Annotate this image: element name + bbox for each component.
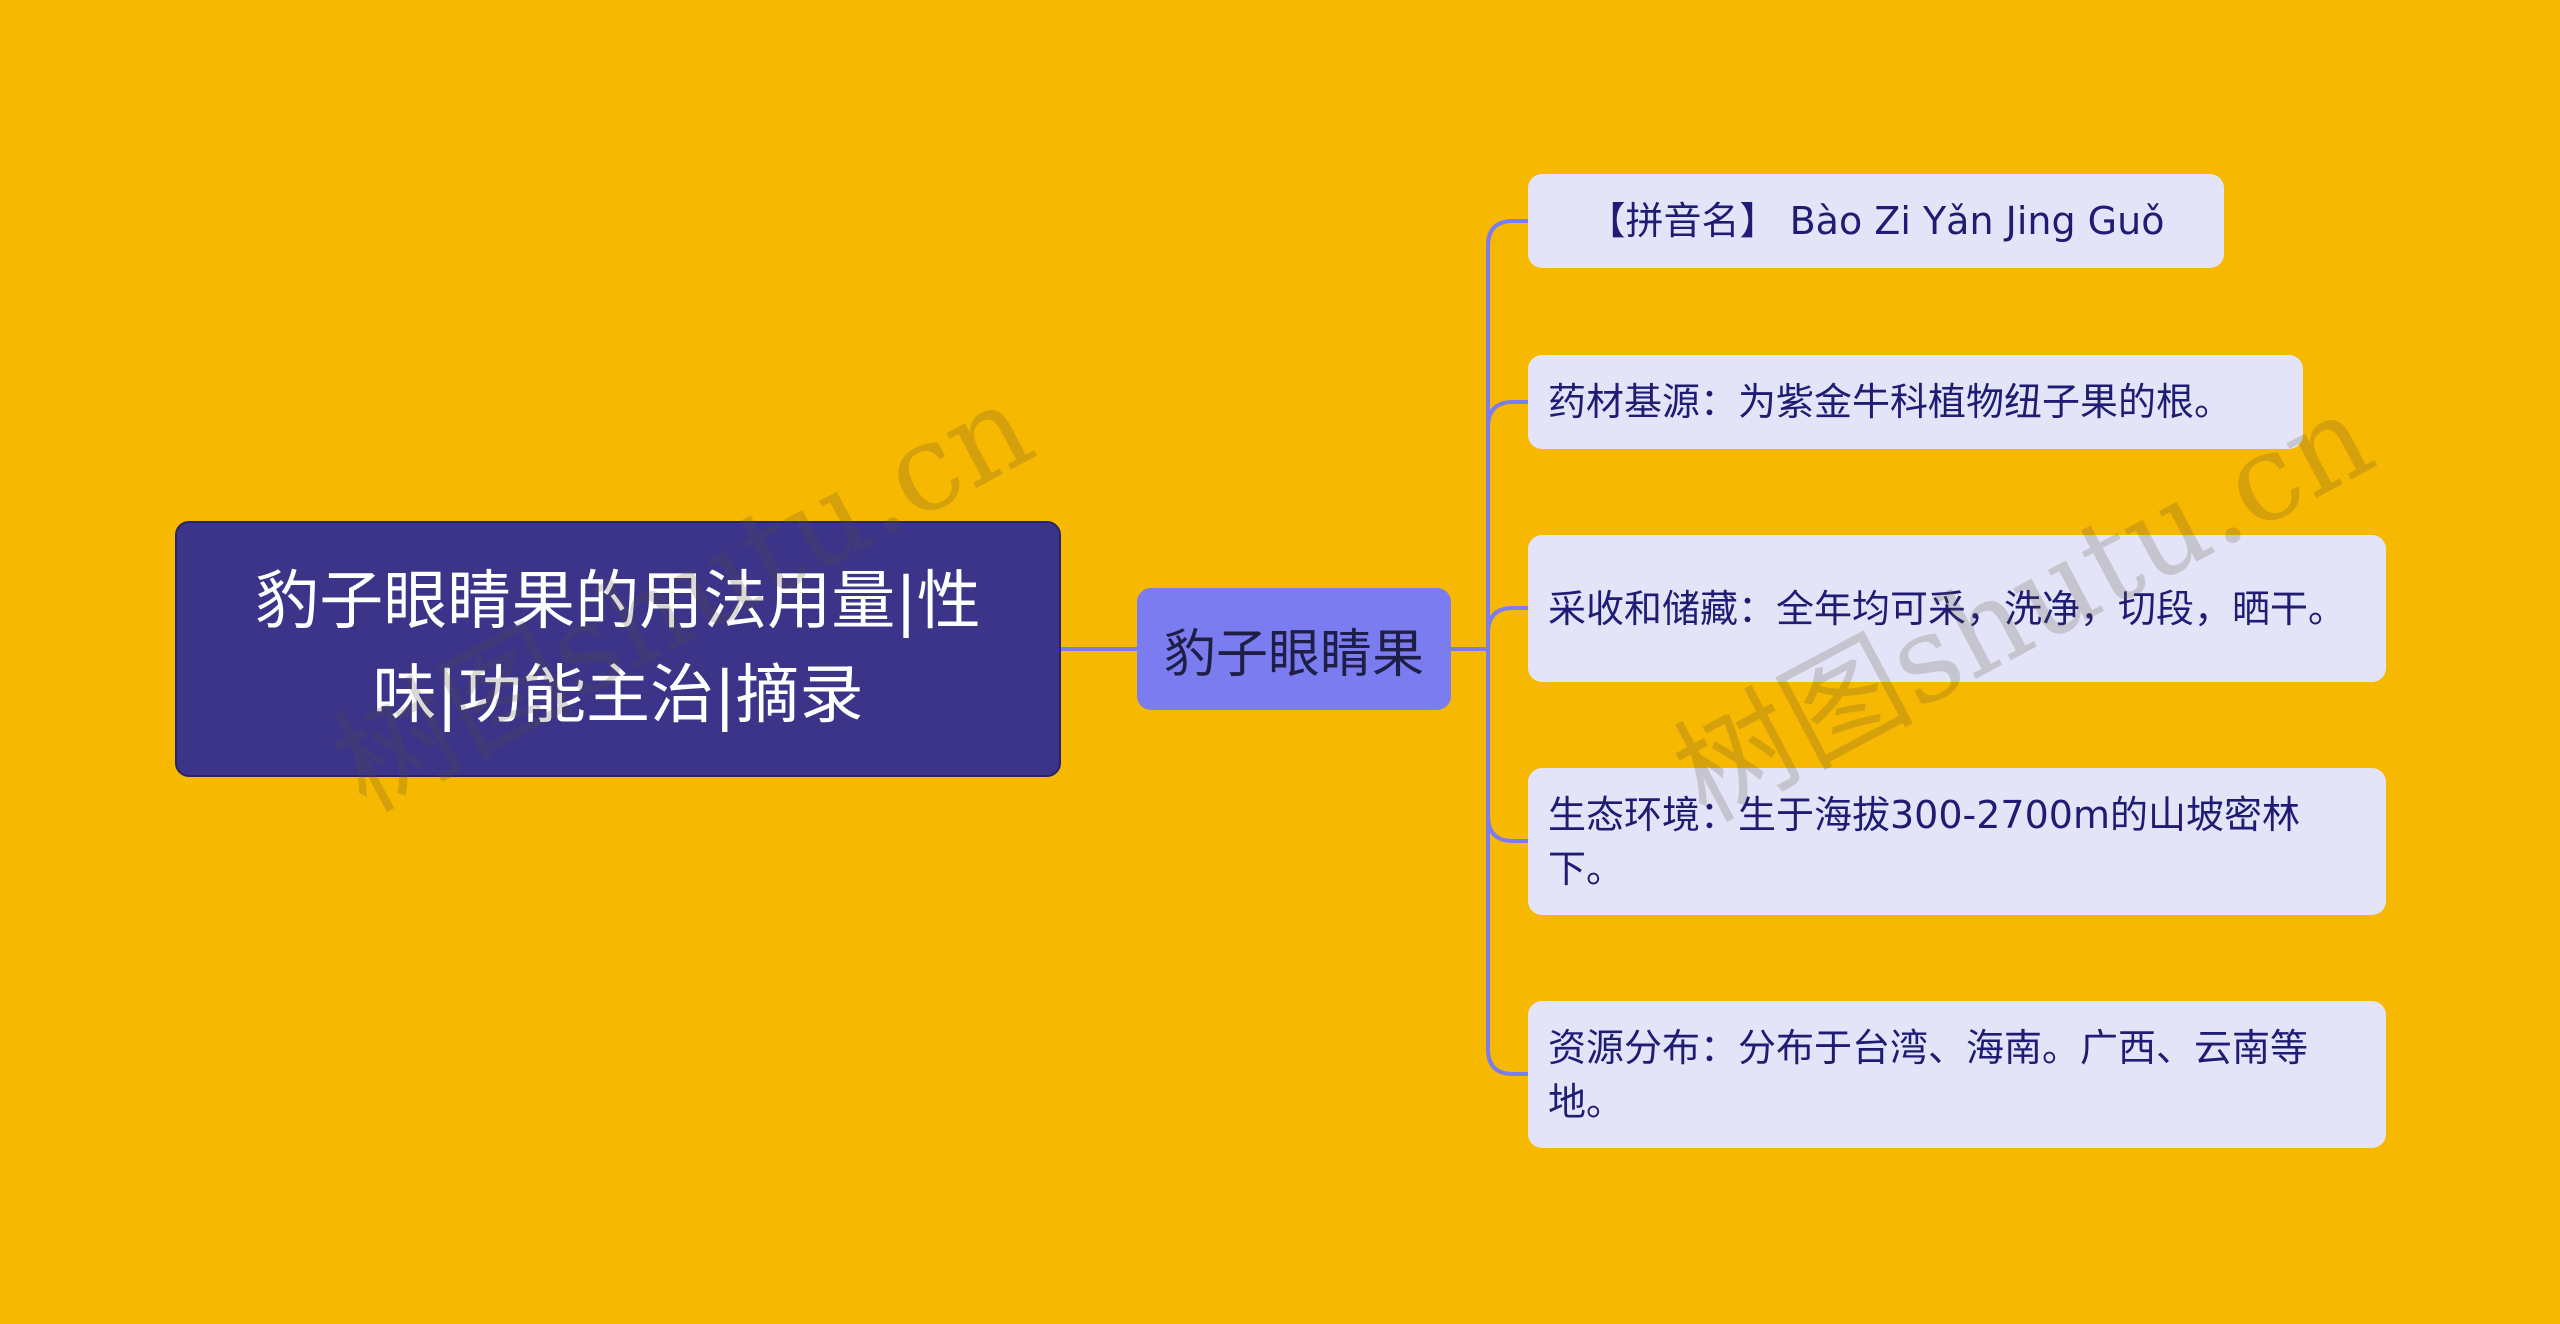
topic-node[interactable]: 豹子眼睛果 [1137, 588, 1451, 710]
branch-node-label: 【拼音名】 Bào Zi Yǎn Jing Guǒ [1587, 199, 2165, 243]
branch-connector-4 [1486, 649, 1528, 1076]
topic-node-label: 豹子眼睛果 [1163, 624, 1424, 685]
branch-node-harvest[interactable]: 采收和储藏：全年均可采，洗净，切段，晒干。 [1528, 535, 2386, 682]
branch-node-label: 生态环境：生于海拔300-2700m的山坡密林下。 [1548, 792, 2300, 891]
root-node-label: 豹子眼睛果的用法用量|性味|功能主治|摘录 [255, 565, 981, 733]
branch-node-distribution[interactable]: 资源分布：分布于台湾、海南。广西、云南等地。 [1528, 1001, 2386, 1148]
branch-node-source[interactable]: 药材基源：为紫金牛科植物纽子果的根。 [1528, 355, 2303, 449]
branch-connector-1 [1486, 400, 1528, 649]
root-node[interactable]: 豹子眼睛果的用法用量|性味|功能主治|摘录 [175, 521, 1061, 777]
branch-node-habitat[interactable]: 生态环境：生于海拔300-2700m的山坡密林下。 [1528, 768, 2386, 915]
branch-connector-2 [1486, 606, 1528, 649]
branch-connector-0 [1486, 219, 1528, 649]
branch-node-label: 采收和储藏：全年均可采，洗净，切段，晒干。 [1548, 586, 2347, 631]
branch-node-label: 药材基源：为紫金牛科植物纽子果的根。 [1548, 380, 2233, 424]
branch-node-label: 资源分布：分布于台湾、海南。广西、云南等地。 [1548, 1025, 2309, 1124]
branch-connector-3 [1486, 649, 1528, 843]
branch-node-pinyin[interactable]: 【拼音名】 Bào Zi Yǎn Jing Guǒ [1528, 174, 2224, 268]
